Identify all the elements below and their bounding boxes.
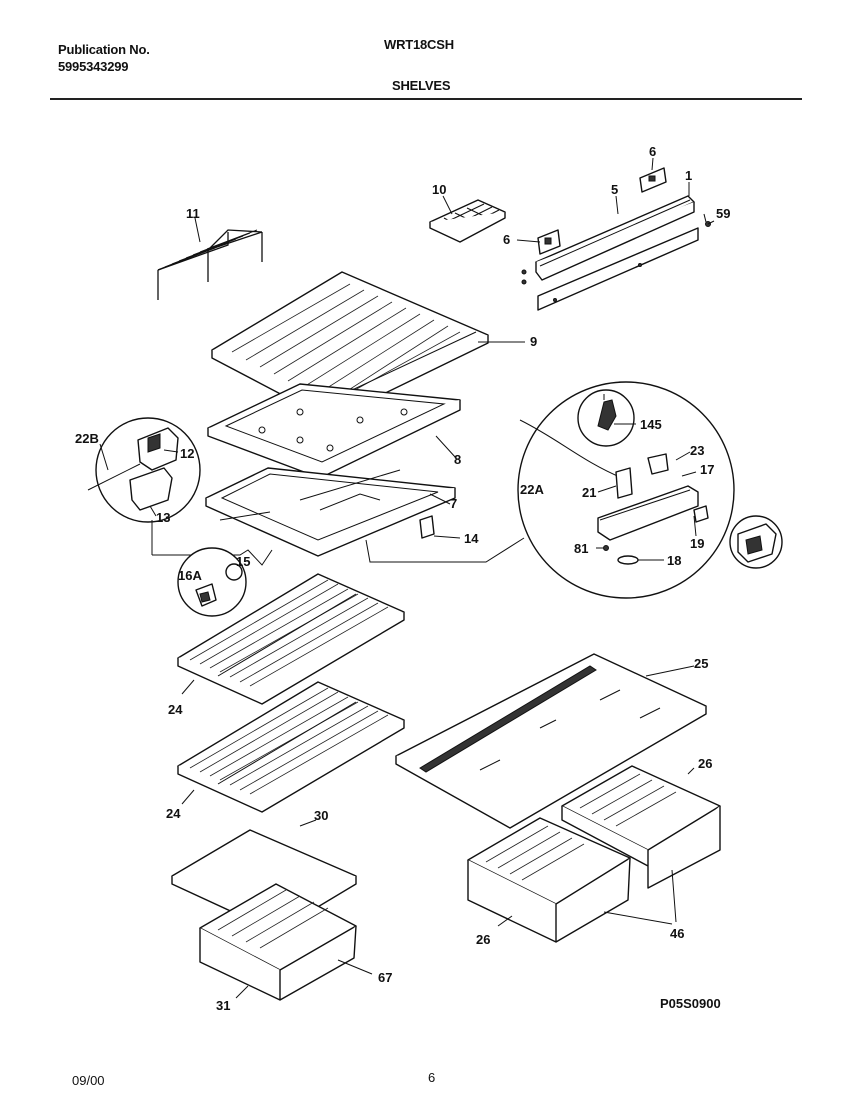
part-5-rail — [535, 195, 695, 281]
callout-30: 30 — [314, 808, 328, 823]
callout-25: 25 — [694, 656, 708, 671]
detail-circle-left — [87, 417, 273, 566]
detail-circle-right — [365, 381, 735, 599]
callout-6-top: 6 — [649, 144, 656, 159]
part-11-wire-rack — [157, 229, 263, 300]
callout-6-left: 6 — [503, 232, 510, 247]
footer-date: 09/00 — [72, 1073, 105, 1088]
part-26-crisper-drawer-left — [467, 817, 631, 943]
callout-24-upper: 24 — [168, 702, 183, 717]
part-8-shelf-frame — [207, 383, 461, 479]
part-7-shelf-tray — [205, 467, 456, 557]
callout-14: 14 — [464, 531, 479, 546]
callout-labels: 11 10 6 5 1 59 6 9 8 7 14 22B 12 13 15 1… — [75, 144, 730, 1013]
leader-lines — [99, 157, 707, 999]
callout-12: 12 — [180, 446, 194, 461]
callout-17: 17 — [700, 462, 714, 477]
part-1-trim-strip — [537, 227, 699, 311]
callout-24-lower: 24 — [166, 806, 181, 821]
callout-23: 23 — [690, 443, 704, 458]
callout-26-left: 26 — [476, 932, 490, 947]
callout-59: 59 — [716, 206, 730, 221]
publication-label: Publication No. — [58, 42, 150, 57]
header-rule — [50, 98, 802, 100]
part-46-leaders — [603, 869, 677, 925]
part-14-clip — [419, 515, 435, 539]
part-59-screw — [705, 220, 715, 227]
callout-26-right: 26 — [698, 756, 712, 771]
callout-8: 8 — [454, 452, 461, 467]
callout-15: 15 — [236, 554, 250, 569]
callout-46: 46 — [670, 926, 684, 941]
part-24-wire-shelf-upper — [177, 573, 405, 705]
part-9-glass-shelf — [211, 271, 489, 421]
callout-18: 18 — [667, 553, 681, 568]
detail-circle-far-right — [729, 515, 783, 569]
callout-145: 145 — [640, 417, 662, 432]
publication-number: 5995343299 — [58, 59, 129, 74]
callout-31: 31 — [216, 998, 230, 1013]
page-number: 6 — [428, 1070, 436, 1085]
part-31-meat-pan — [199, 883, 357, 1001]
section-title: SHELVES — [392, 78, 451, 93]
callout-22B: 22B — [75, 431, 99, 446]
callout-67: 67 — [378, 970, 392, 985]
callout-21: 21 — [582, 485, 596, 500]
callout-13: 13 — [156, 510, 170, 525]
callout-16A: 16A — [178, 568, 202, 583]
screws-small — [521, 269, 527, 285]
diagram-code: P05S0900 — [660, 996, 721, 1011]
detail-circle-small — [177, 547, 247, 617]
callout-11: 11 — [186, 206, 200, 221]
callout-19: 19 — [690, 536, 704, 551]
callout-7: 7 — [450, 496, 457, 511]
part-26-crisper-drawer-right — [561, 765, 721, 889]
part-25-crisper-cover — [395, 653, 707, 829]
callout-10: 10 — [432, 182, 446, 197]
callout-9: 9 — [530, 334, 537, 349]
model-number: WRT18CSH — [384, 37, 454, 52]
callout-1: 1 — [685, 168, 692, 183]
part-10-egg-tray — [429, 199, 506, 243]
part-24-wire-shelf-lower — [177, 681, 405, 813]
callout-5: 5 — [611, 182, 618, 197]
part-6-bracket-left — [537, 229, 561, 255]
callout-81: 81 — [574, 541, 588, 556]
part-6-bracket-top — [639, 167, 667, 193]
callout-22A: 22A — [520, 482, 544, 497]
